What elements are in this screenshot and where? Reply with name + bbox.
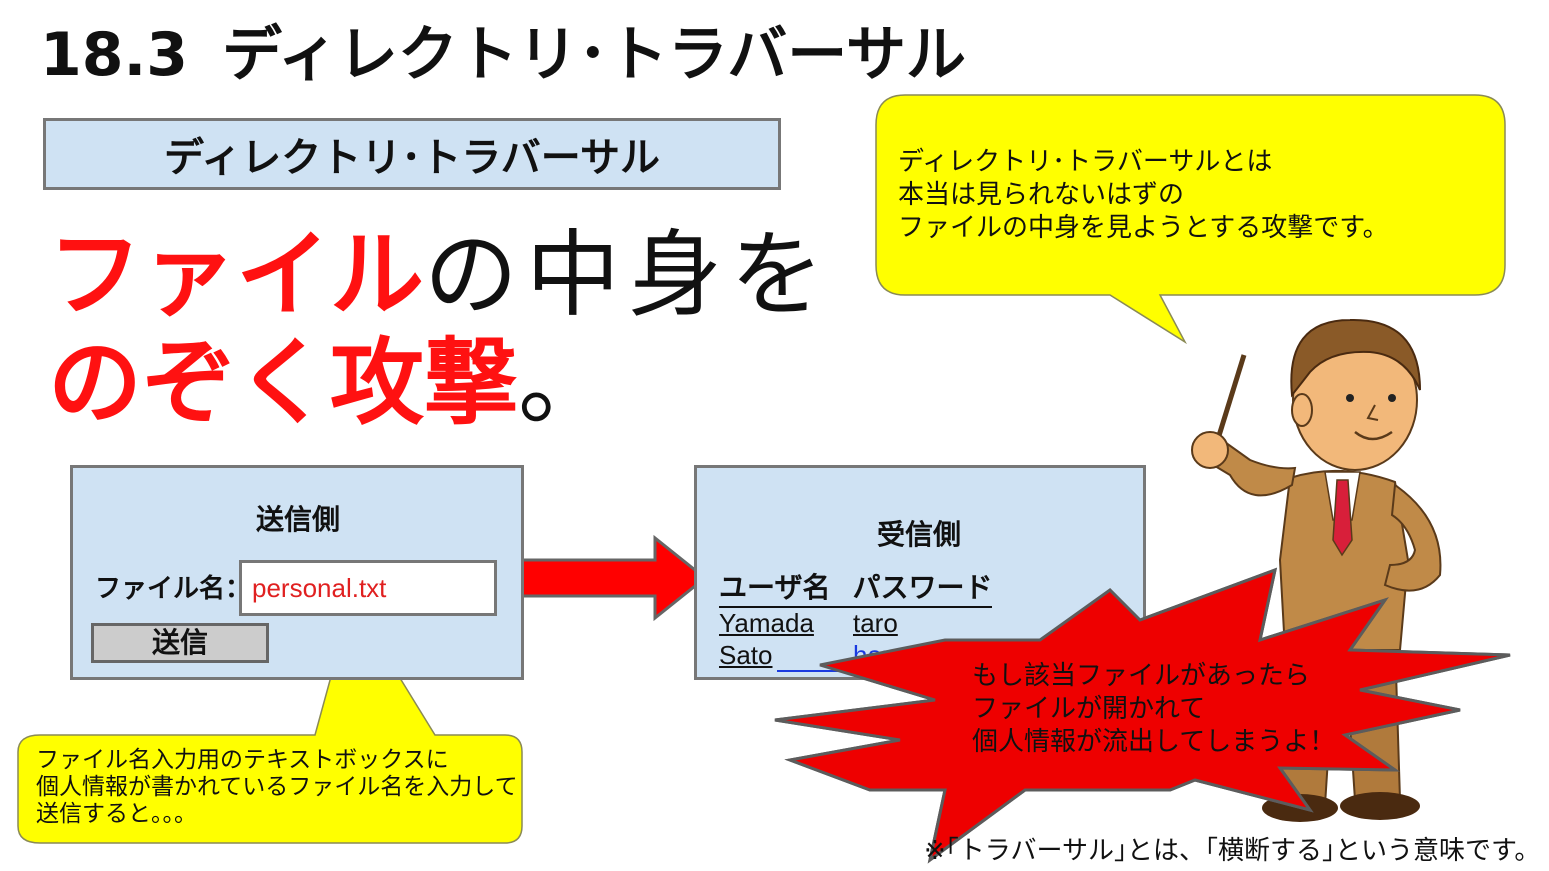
burst-line: もし該当ファイルがあったら	[972, 661, 1311, 691]
transfer-arrow	[510, 534, 708, 622]
speech-bubble-top-shape	[875, 94, 1506, 345]
speech-bubble-bottom-line: 送信すると。。。	[36, 801, 197, 827]
sender-panel-title: 送信側	[256, 503, 341, 536]
row-divider-line	[777, 670, 857, 672]
credentials-row: Yamada taro	[719, 608, 992, 640]
speech-bubble-bottom-shape	[17, 598, 523, 844]
speech-bubble-bottom: ファイル名入力用のテキストボックスに 個人情報が書かれているファイル名を入力して…	[36, 747, 518, 828]
burst-line: ファイルが開かれて	[972, 694, 1206, 724]
speech-bubble-bottom-line: ファイル名入力用のテキストボックスに	[36, 747, 449, 773]
sender-panel: 送信側 ファイル名： personal.txt 送信	[70, 465, 524, 680]
credentials-row: Sato hanako	[719, 640, 992, 672]
row-username: Yamada	[719, 608, 814, 638]
filename-input[interactable]: personal.txt	[239, 560, 497, 616]
filename-label: ファイル名：	[95, 574, 252, 604]
headline-attack-word: のぞく攻撃	[48, 329, 519, 438]
slide-title-text: ディレクトリ･トラバーサル	[222, 20, 967, 90]
speech-bubble-top-line: ファイルの中身を見ようとする攻撃です。	[898, 213, 1389, 243]
headline-period: 。	[518, 329, 621, 438]
header-username: ユーザ名	[719, 572, 831, 603]
header-password: パスワード	[852, 572, 993, 603]
slide-number: 18.3	[40, 20, 189, 90]
row-password: taro	[853, 608, 898, 638]
headline-file-word: ファイル	[48, 221, 425, 330]
topic-box-label: ディレクトリ･トラバーサル	[164, 135, 660, 181]
speech-bubble-bottom-line: 個人情報が書かれているファイル名を入力して	[36, 774, 518, 800]
credentials-header: ユーザ名パスワード	[719, 566, 993, 608]
footnote: ※｢トラバーサル｣とは、｢横断する｣という意味です。	[924, 836, 1541, 866]
burst-line: 個人情報が流出してしまうよ！	[972, 727, 1336, 757]
row-password-link[interactable]: hanako	[853, 640, 939, 670]
speech-bubble-top-line: ディレクトリ･トラバーサルとは	[898, 147, 1273, 177]
credentials-table: ユーザ名パスワード Yamada taro Sato hanako	[719, 566, 993, 672]
speech-bubble-top: ディレクトリ･トラバーサルとは 本当は見られないはずの ファイルの中身を見ようと…	[898, 146, 1389, 245]
slide-title: 18.3 ディレクトリ･トラバーサル	[40, 22, 966, 88]
headline-line-2: のぞく攻撃。	[48, 330, 832, 438]
headline-line-1: ファイルの中身を	[48, 222, 832, 330]
speech-bubble-top-line: 本当は見られないはずの	[898, 180, 1185, 210]
row-username: Sato	[719, 640, 773, 670]
send-button[interactable]: 送信	[91, 623, 269, 663]
headline-contents-word: の中身を	[424, 221, 833, 330]
headline: ファイルの中身を のぞく攻撃。	[48, 222, 832, 438]
warning-burst-text: もし該当ファイルがあったら ファイルが開かれて 個人情報が流出してしまうよ！	[972, 660, 1335, 759]
receiver-panel: 受信側 ユーザ名パスワード Yamada taro Sato hanako	[694, 465, 1146, 680]
receiver-panel-title: 受信側	[877, 518, 962, 551]
topic-box: ディレクトリ･トラバーサル	[43, 118, 781, 190]
